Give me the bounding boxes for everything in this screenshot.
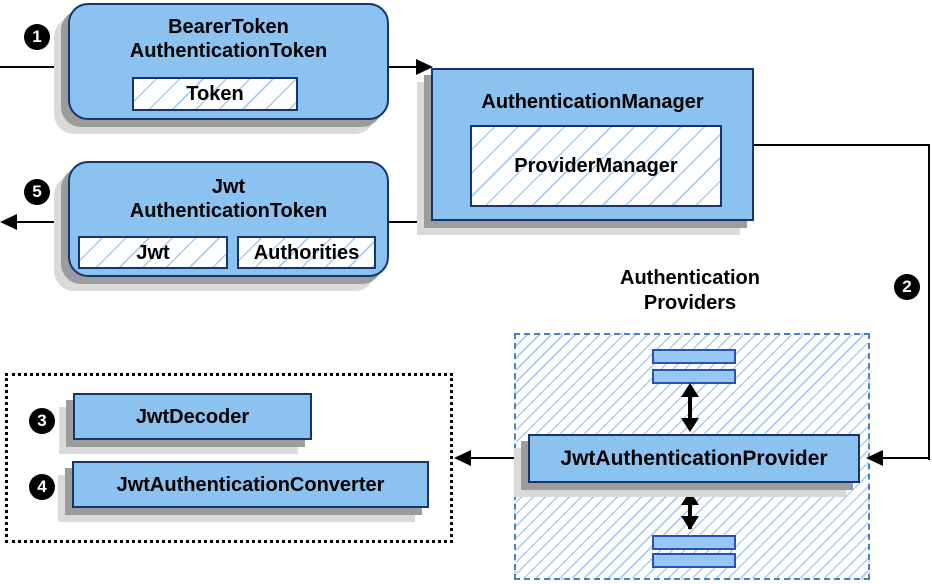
authorities-field-label: Authorities: [253, 241, 360, 264]
node-title-line2: AuthenticationToken: [129, 200, 328, 222]
node-title: JwtDecoder: [135, 405, 250, 428]
double-arrow-down-icon: [681, 516, 699, 530]
node-title: JwtAuthenticationProvider: [560, 446, 828, 470]
step-4-badge: 4: [29, 474, 55, 500]
double-arrow-up-icon: [681, 491, 699, 505]
connector-bearer-to-manager: [388, 66, 418, 68]
connector-step1-entry: [0, 66, 68, 68]
node-title-line1: BearerToken: [168, 16, 289, 38]
arrowhead-right-icon: [416, 59, 433, 75]
token-field-label: Token: [186, 83, 244, 105]
providers-label-line2: Providers: [643, 292, 737, 314]
connector-manager-to-provider-bottom: [881, 457, 930, 459]
provider-manager-field: ProviderManager: [470, 125, 722, 207]
step-1-badge: 1: [24, 24, 50, 50]
provider-manager-label: ProviderManager: [514, 155, 678, 177]
authentication-providers-label: Authentication Providers: [590, 266, 790, 316]
step-number: 4: [37, 477, 47, 496]
node-title-line1: Jwt: [211, 176, 246, 198]
provider-stereotype-rect: [652, 349, 736, 364]
connector-manager-to-jwt-token: [388, 221, 433, 223]
provider-stereotype-rect: [652, 369, 736, 384]
jwt-authentication-converter-node: JwtAuthenticationConverter: [72, 461, 429, 508]
double-arrow-up-icon: [681, 383, 699, 397]
authorities-field: Authorities: [237, 236, 376, 269]
decoder-converter-group: [5, 373, 453, 543]
step-2-badge: 2: [894, 274, 920, 300]
jwt-decoder-node: JwtDecoder: [73, 393, 312, 440]
jwt-field-label: Jwt: [136, 241, 170, 264]
node-title: JwtAuthenticationConverter: [116, 473, 385, 496]
arrowhead-left-icon: [866, 450, 883, 466]
jwt-authentication-provider-node: JwtAuthenticationProvider: [528, 434, 860, 483]
token-field: Token: [132, 77, 298, 111]
connector-step5-exit: [15, 221, 68, 223]
authentication-manager-node: AuthenticationManager ProviderManager: [431, 68, 754, 221]
step-5-badge: 5: [24, 179, 50, 205]
step-number: 5: [32, 182, 42, 201]
provider-stereotype-rect: [652, 553, 736, 568]
connector-manager-to-provider-top: [754, 144, 930, 146]
bearer-token-authentication-token-node: BearerToken AuthenticationToken Token: [68, 3, 389, 120]
step-number: 3: [37, 411, 47, 430]
providers-label-line1: Authentication: [620, 267, 760, 289]
arrowhead-left-icon: [454, 450, 471, 466]
connector-provider-to-decoder: [470, 457, 528, 459]
double-arrow-shaft: [688, 395, 692, 421]
node-title-line2: AuthenticationToken: [129, 40, 328, 62]
connector-manager-to-provider-vertical: [928, 144, 930, 460]
arrowhead-left-icon: [0, 214, 17, 230]
step-3-badge: 3: [29, 408, 55, 434]
jwt-field: Jwt: [78, 236, 228, 269]
step-number: 2: [902, 277, 912, 296]
jwt-authentication-token-node: Jwt AuthenticationToken Jwt Authorities: [68, 161, 389, 277]
double-arrow-down-icon: [681, 418, 699, 432]
authentication-providers-group: [514, 333, 870, 580]
provider-stereotype-rect: [652, 535, 736, 550]
node-title: AuthenticationManager: [481, 91, 704, 113]
step-number: 1: [32, 27, 42, 46]
